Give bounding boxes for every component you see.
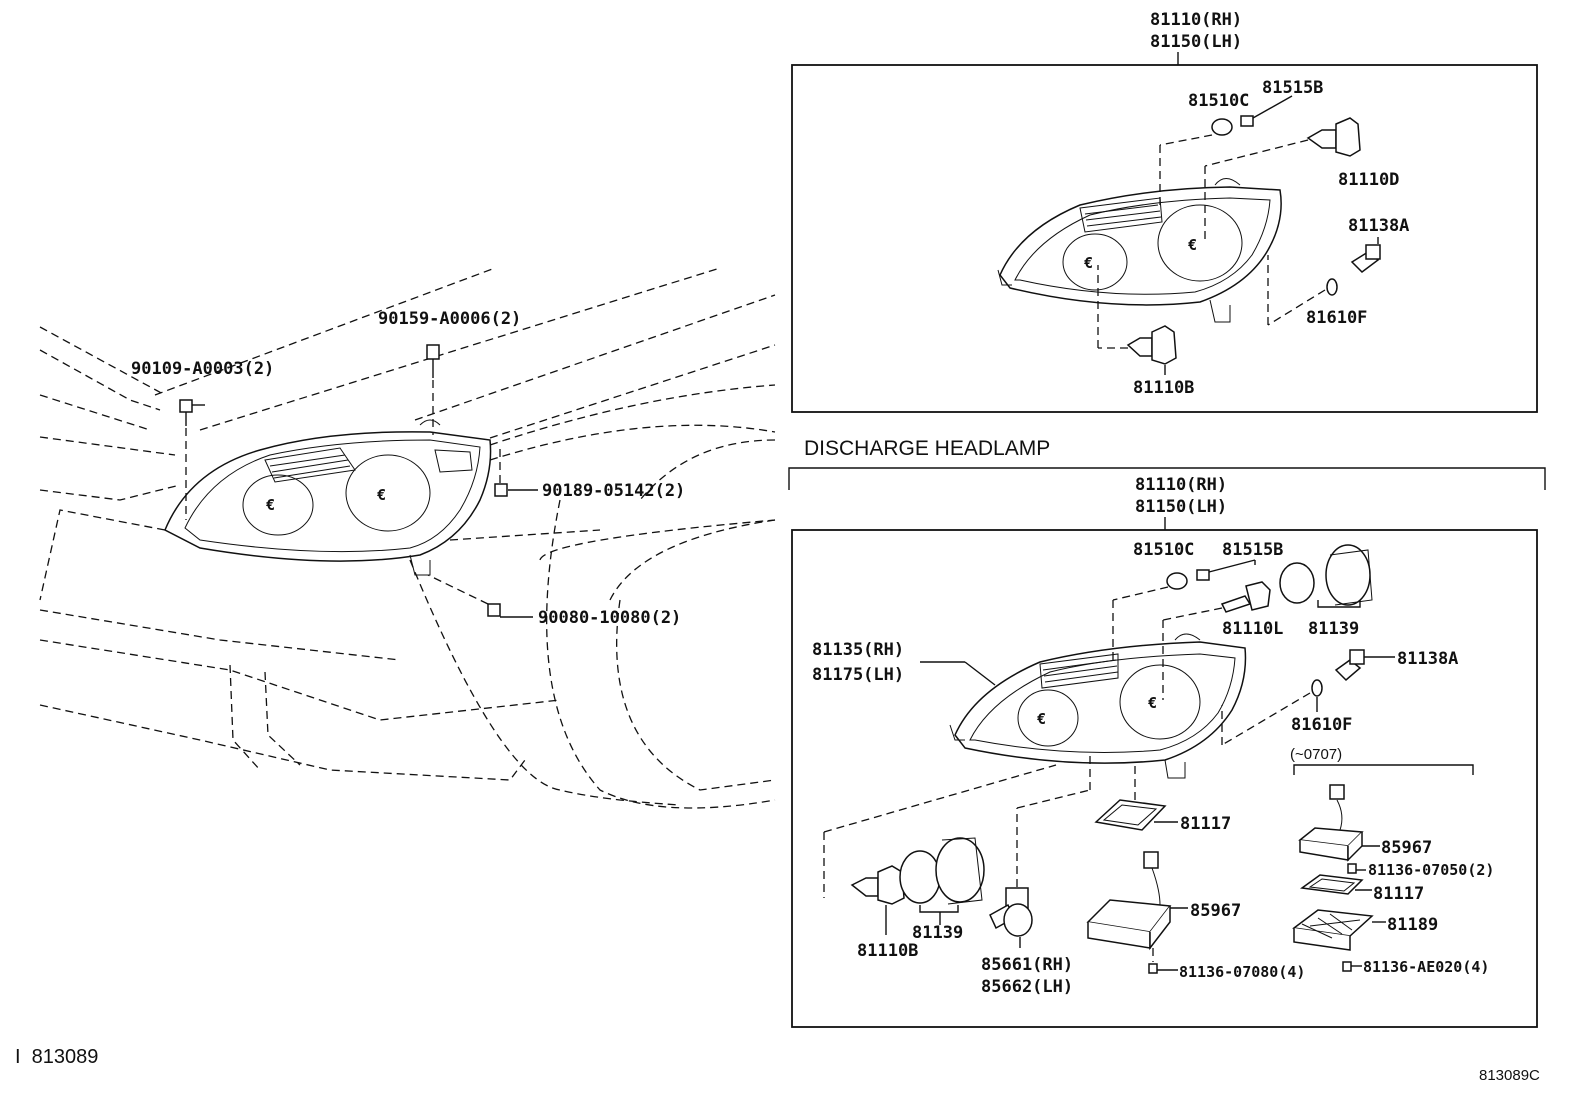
headlamp-assembly-bottom: € € xyxy=(949,633,1247,779)
label-bottom-screw-ae: 81136-AE020(4) xyxy=(1363,958,1489,976)
section-bracket xyxy=(788,467,1546,490)
label-top-bulb-f: 81610F xyxy=(1306,308,1367,328)
cover-icon-81139-top xyxy=(1279,544,1373,608)
headlamp-assembly-top: € € xyxy=(997,178,1282,323)
svg-text:€: € xyxy=(377,486,386,504)
label-bottom-ballast-top: 85967 xyxy=(1381,838,1432,858)
bulb-icon-81510c-top xyxy=(1159,118,1233,205)
label-top-bulb-d: 81110D xyxy=(1338,170,1399,190)
label-bottom-unit-lh: 81175(LH) xyxy=(812,665,904,685)
label-bottom-screw-b: 81136-07080(4) xyxy=(1179,963,1305,981)
socket-icon-81138a-bottom xyxy=(1334,649,1395,682)
socket-icon-81515b-bottom xyxy=(1196,559,1256,581)
label-bottom-bulb-f: 81610F xyxy=(1291,715,1352,735)
label-bottom-gasket-right: 81117 xyxy=(1373,884,1424,904)
label-bottom-cover-top: 81139 xyxy=(1308,619,1359,639)
bulb-icon-81610f-bottom xyxy=(1221,679,1323,746)
label-screw-right: 90189-05142(2) xyxy=(542,481,685,501)
bulb-icon-81510c-bottom xyxy=(1112,572,1188,660)
label-bottom-socket-a: 81138A xyxy=(1397,649,1458,669)
gasket-icon-81117 xyxy=(1094,762,1178,831)
label-top-socket-b: 81515B xyxy=(1262,78,1323,98)
svg-text:€: € xyxy=(1188,236,1197,254)
label-screw-top: 90159-A0006(2) xyxy=(378,309,521,329)
cover-icon-81139-bottom xyxy=(899,837,985,925)
socket-icon-81515b-top xyxy=(1240,95,1293,127)
actuator-icon-85661 xyxy=(989,752,1091,948)
svg-text:€: € xyxy=(1037,710,1046,728)
socket-icon-81138a-top xyxy=(1350,237,1381,273)
label-bottom-socket-b: 81515B xyxy=(1222,540,1283,560)
label-bottom-unit-rh: 81135(RH) xyxy=(812,640,904,660)
screw-icon-left xyxy=(179,399,205,520)
label-bottom-ballast: 85967 xyxy=(1190,901,1241,921)
headlamp-assembly-left: € € xyxy=(164,419,492,576)
label-bottom-bracket: 81189 xyxy=(1387,915,1438,935)
label-bottom-actuator-lh: 85662(LH) xyxy=(981,977,1073,997)
label-date-range: (~0707) xyxy=(1290,746,1342,763)
svg-text:€: € xyxy=(266,496,275,514)
figure-code-left: I 813089 xyxy=(15,1046,98,1068)
label-bottom-gasket: 81117 xyxy=(1180,814,1231,834)
label-top-bulb-b: 81110B xyxy=(1133,378,1194,398)
label-bottom-assy-lh: 81150(LH) xyxy=(1135,497,1227,517)
svg-text:€: € xyxy=(1148,694,1157,712)
section-title: DISCHARGE HEADLAMP xyxy=(804,437,1050,460)
label-top-assy-rh: 81110(RH) xyxy=(1150,10,1242,30)
car-front-outline xyxy=(39,267,776,809)
label-bottom-cover-bottom: 81139 xyxy=(912,923,963,943)
bulb-icon-81110d xyxy=(1204,117,1361,240)
ballast-icon-85967 xyxy=(1086,851,1188,974)
label-top-assy-lh: 81150(LH) xyxy=(1150,32,1242,52)
screw-icon-right xyxy=(494,445,538,497)
bracket-icon-81189 xyxy=(1292,909,1386,972)
date-range-bracket xyxy=(1293,764,1474,775)
label-bottom-assy-rh: 81110(RH) xyxy=(1135,475,1227,495)
screw-icon-top xyxy=(426,344,440,435)
bulb-icon-81110b-bottom xyxy=(823,764,1057,935)
svg-text:€: € xyxy=(1084,254,1093,272)
label-bottom-bulb-c: 81510C xyxy=(1133,540,1194,560)
bulb-icon-81110b-top xyxy=(1097,265,1177,375)
bulb-icon-81110l xyxy=(1162,581,1271,700)
label-screw-left: 90109-A0003(2) xyxy=(131,359,274,379)
label-bottom-actuator-rh: 85661(RH) xyxy=(981,955,1073,975)
bulb-icon-81610f-top xyxy=(1267,255,1338,326)
bottom-parts-box xyxy=(791,529,1538,1028)
ballast-icon-85967-right xyxy=(1298,784,1380,874)
label-bottom-screw-a: 81136-07050(2) xyxy=(1368,861,1494,879)
figure-code-right: 813089C xyxy=(1479,1067,1540,1084)
label-screw-bottom: 90080-10080(2) xyxy=(538,608,681,628)
gasket-icon-81117-right xyxy=(1300,874,1372,895)
label-top-bulb-c: 81510C xyxy=(1188,91,1249,111)
screw-icon-bottom xyxy=(427,574,533,618)
label-top-socket-a: 81138A xyxy=(1348,216,1409,236)
label-bottom-bulb-b: 81110B xyxy=(857,941,918,961)
label-bottom-bulb-l: 81110L xyxy=(1222,619,1283,639)
top-parts-box xyxy=(791,64,1538,413)
